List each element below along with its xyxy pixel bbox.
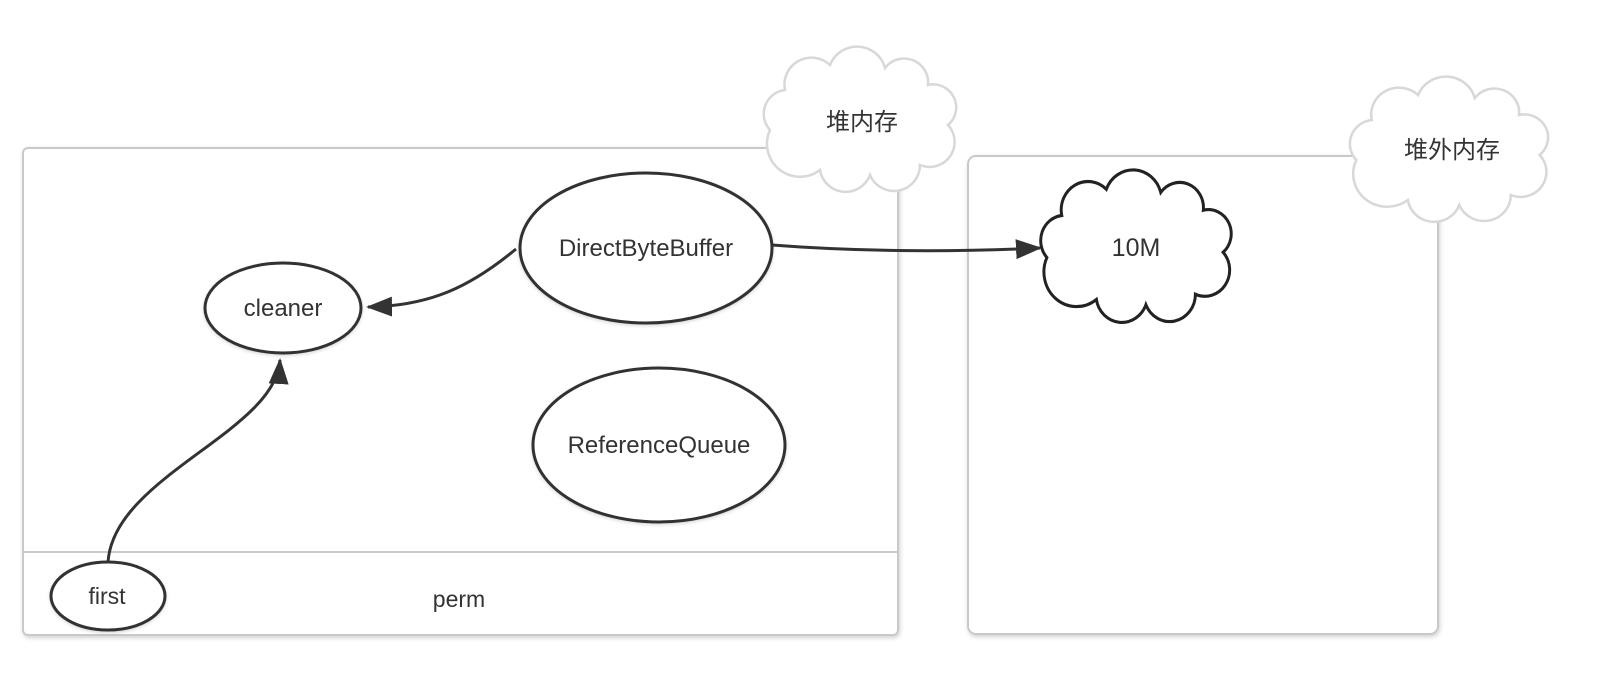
node-cleaner xyxy=(203,261,363,355)
edge-directbytebuffer-to-cleaner xyxy=(366,247,517,317)
label-first: first xyxy=(88,583,126,609)
label-heap-memory: 堆内存 xyxy=(826,109,898,136)
label-cleaner: cleaner xyxy=(244,295,323,322)
node-direct-byte-buffer xyxy=(518,171,774,325)
label-direct-byte-buffer: DirectByteBuffer xyxy=(559,235,733,262)
label-10m: 10M xyxy=(1112,234,1161,262)
label-off-heap-memory: 堆外内存 xyxy=(1404,137,1500,164)
label-reference-queue: ReferenceQueue xyxy=(568,432,751,459)
edge-first-to-cleaner xyxy=(106,358,289,564)
edge-directbytebuffer-to-10m xyxy=(771,239,1042,260)
label-perm: perm xyxy=(433,586,485,612)
cloud-off-heap-memory-label xyxy=(1348,75,1550,224)
cloud-10m-allocation xyxy=(1039,168,1233,325)
cloud-heap-memory-label xyxy=(762,45,958,194)
node-reference-queue xyxy=(531,366,787,524)
heap-memory-box xyxy=(22,147,899,636)
